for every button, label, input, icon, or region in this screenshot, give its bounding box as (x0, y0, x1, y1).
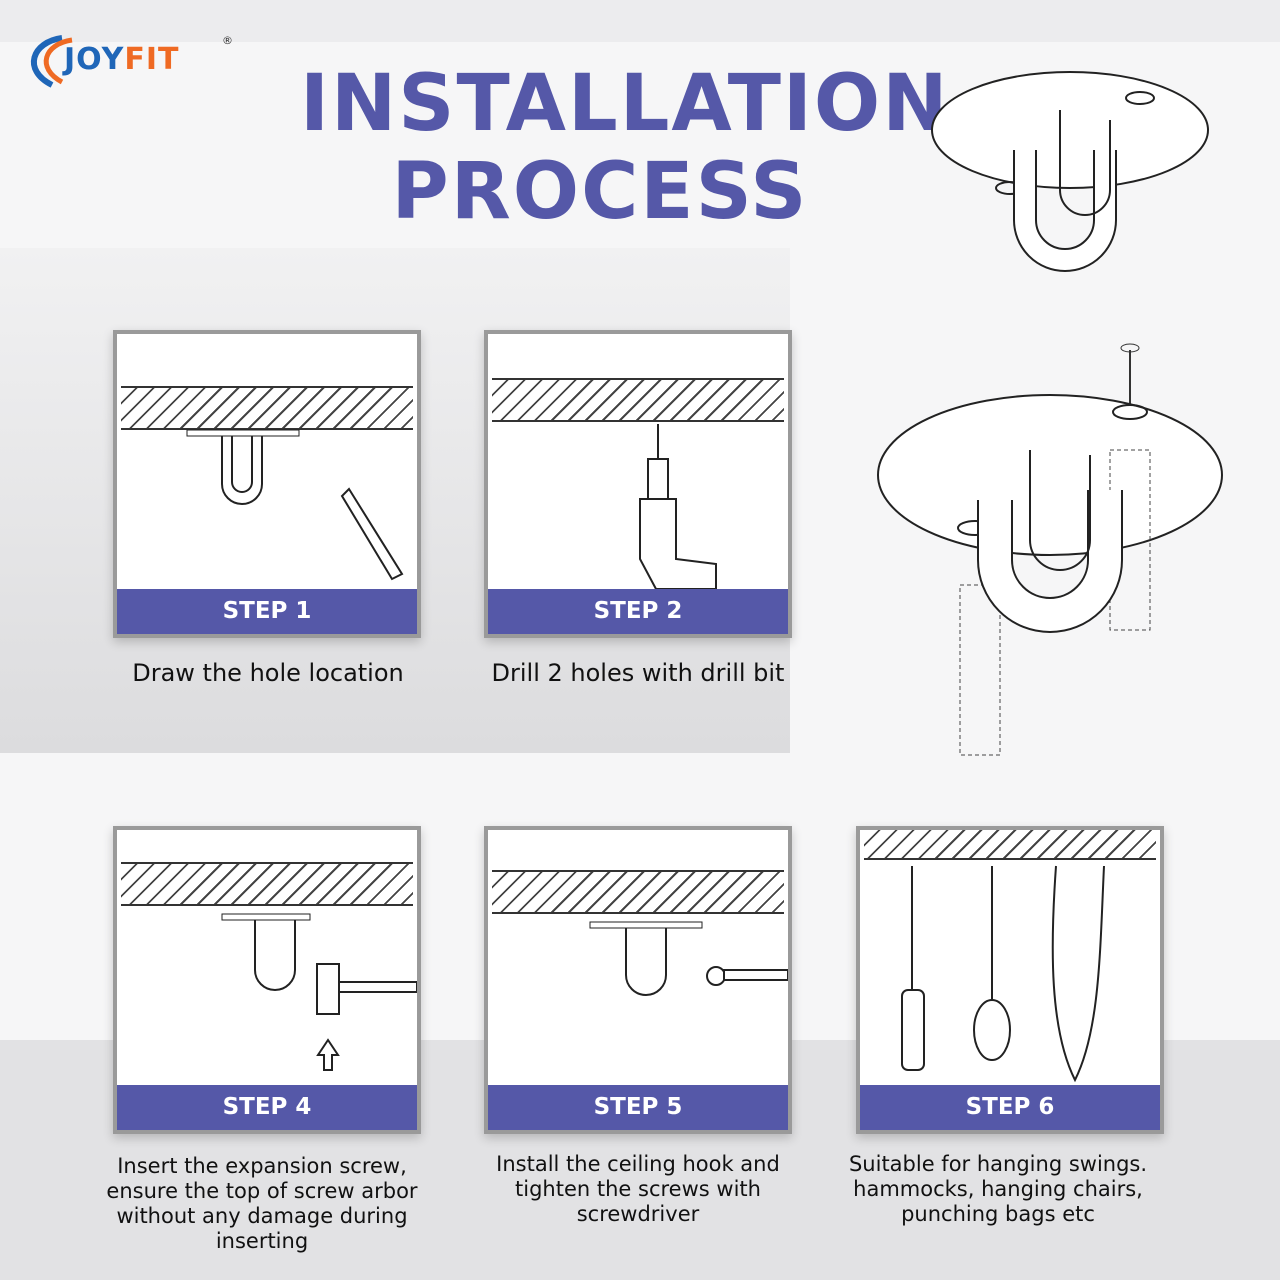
background-band-top (0, 0, 1280, 42)
ceiling-hook-illustration (931, 71, 1209, 272)
step-1-card: STEP 1 (113, 330, 421, 638)
ceiling-hatch (492, 378, 784, 422)
registered-mark: ® (222, 34, 233, 47)
logo-text-joy: JOY (64, 42, 125, 77)
ceiling-hatch (121, 862, 413, 906)
hanging-items-illustration (901, 865, 1105, 1083)
step-6-label: STEP 6 (860, 1085, 1160, 1130)
step-4-card: STEP 4 (113, 826, 421, 1134)
logo-swoosh-icon (30, 35, 73, 88)
step-4-label: STEP 4 (117, 1085, 417, 1130)
logo-text-fit: FIT (124, 42, 180, 77)
step-5-card: STEP 5 (484, 826, 792, 1134)
step-2-description: Drill 2 holes with drill bit (491, 659, 785, 687)
pencil-and-hook-illustration (186, 429, 404, 581)
title-line-2: PROCESS (391, 147, 809, 237)
step-4-description: Insert the expansion screw, ensure the t… (106, 1154, 418, 1253)
step-6-card: STEP 6 (856, 826, 1164, 1134)
joyfit-logo: JOYFIT ® (22, 30, 242, 90)
step-1-label: STEP 1 (117, 589, 417, 634)
step-5-label: STEP 5 (488, 1085, 788, 1130)
step-5-description: Install the ceiling hook and tighten the… (496, 1152, 780, 1226)
step-6-description: Suitable for hanging swings. hammocks, h… (848, 1152, 1148, 1226)
hook-with-screws-illustration (877, 343, 1223, 756)
ceiling-hatch (121, 386, 413, 430)
ceiling-hatch (864, 830, 1156, 860)
page-title: INSTALLATION PROCESS (300, 59, 950, 237)
step-2-card: STEP 2 (484, 330, 792, 638)
hammer-and-screws-illustration (221, 913, 417, 1071)
wrench-and-hook-illustration (589, 921, 788, 996)
drill-illustration (639, 424, 717, 590)
title-line-1: INSTALLATION (300, 59, 950, 149)
ceiling-hatch (492, 870, 784, 914)
step-2-label: STEP 2 (488, 589, 788, 634)
step-1-description: Draw the hole location (132, 659, 404, 687)
